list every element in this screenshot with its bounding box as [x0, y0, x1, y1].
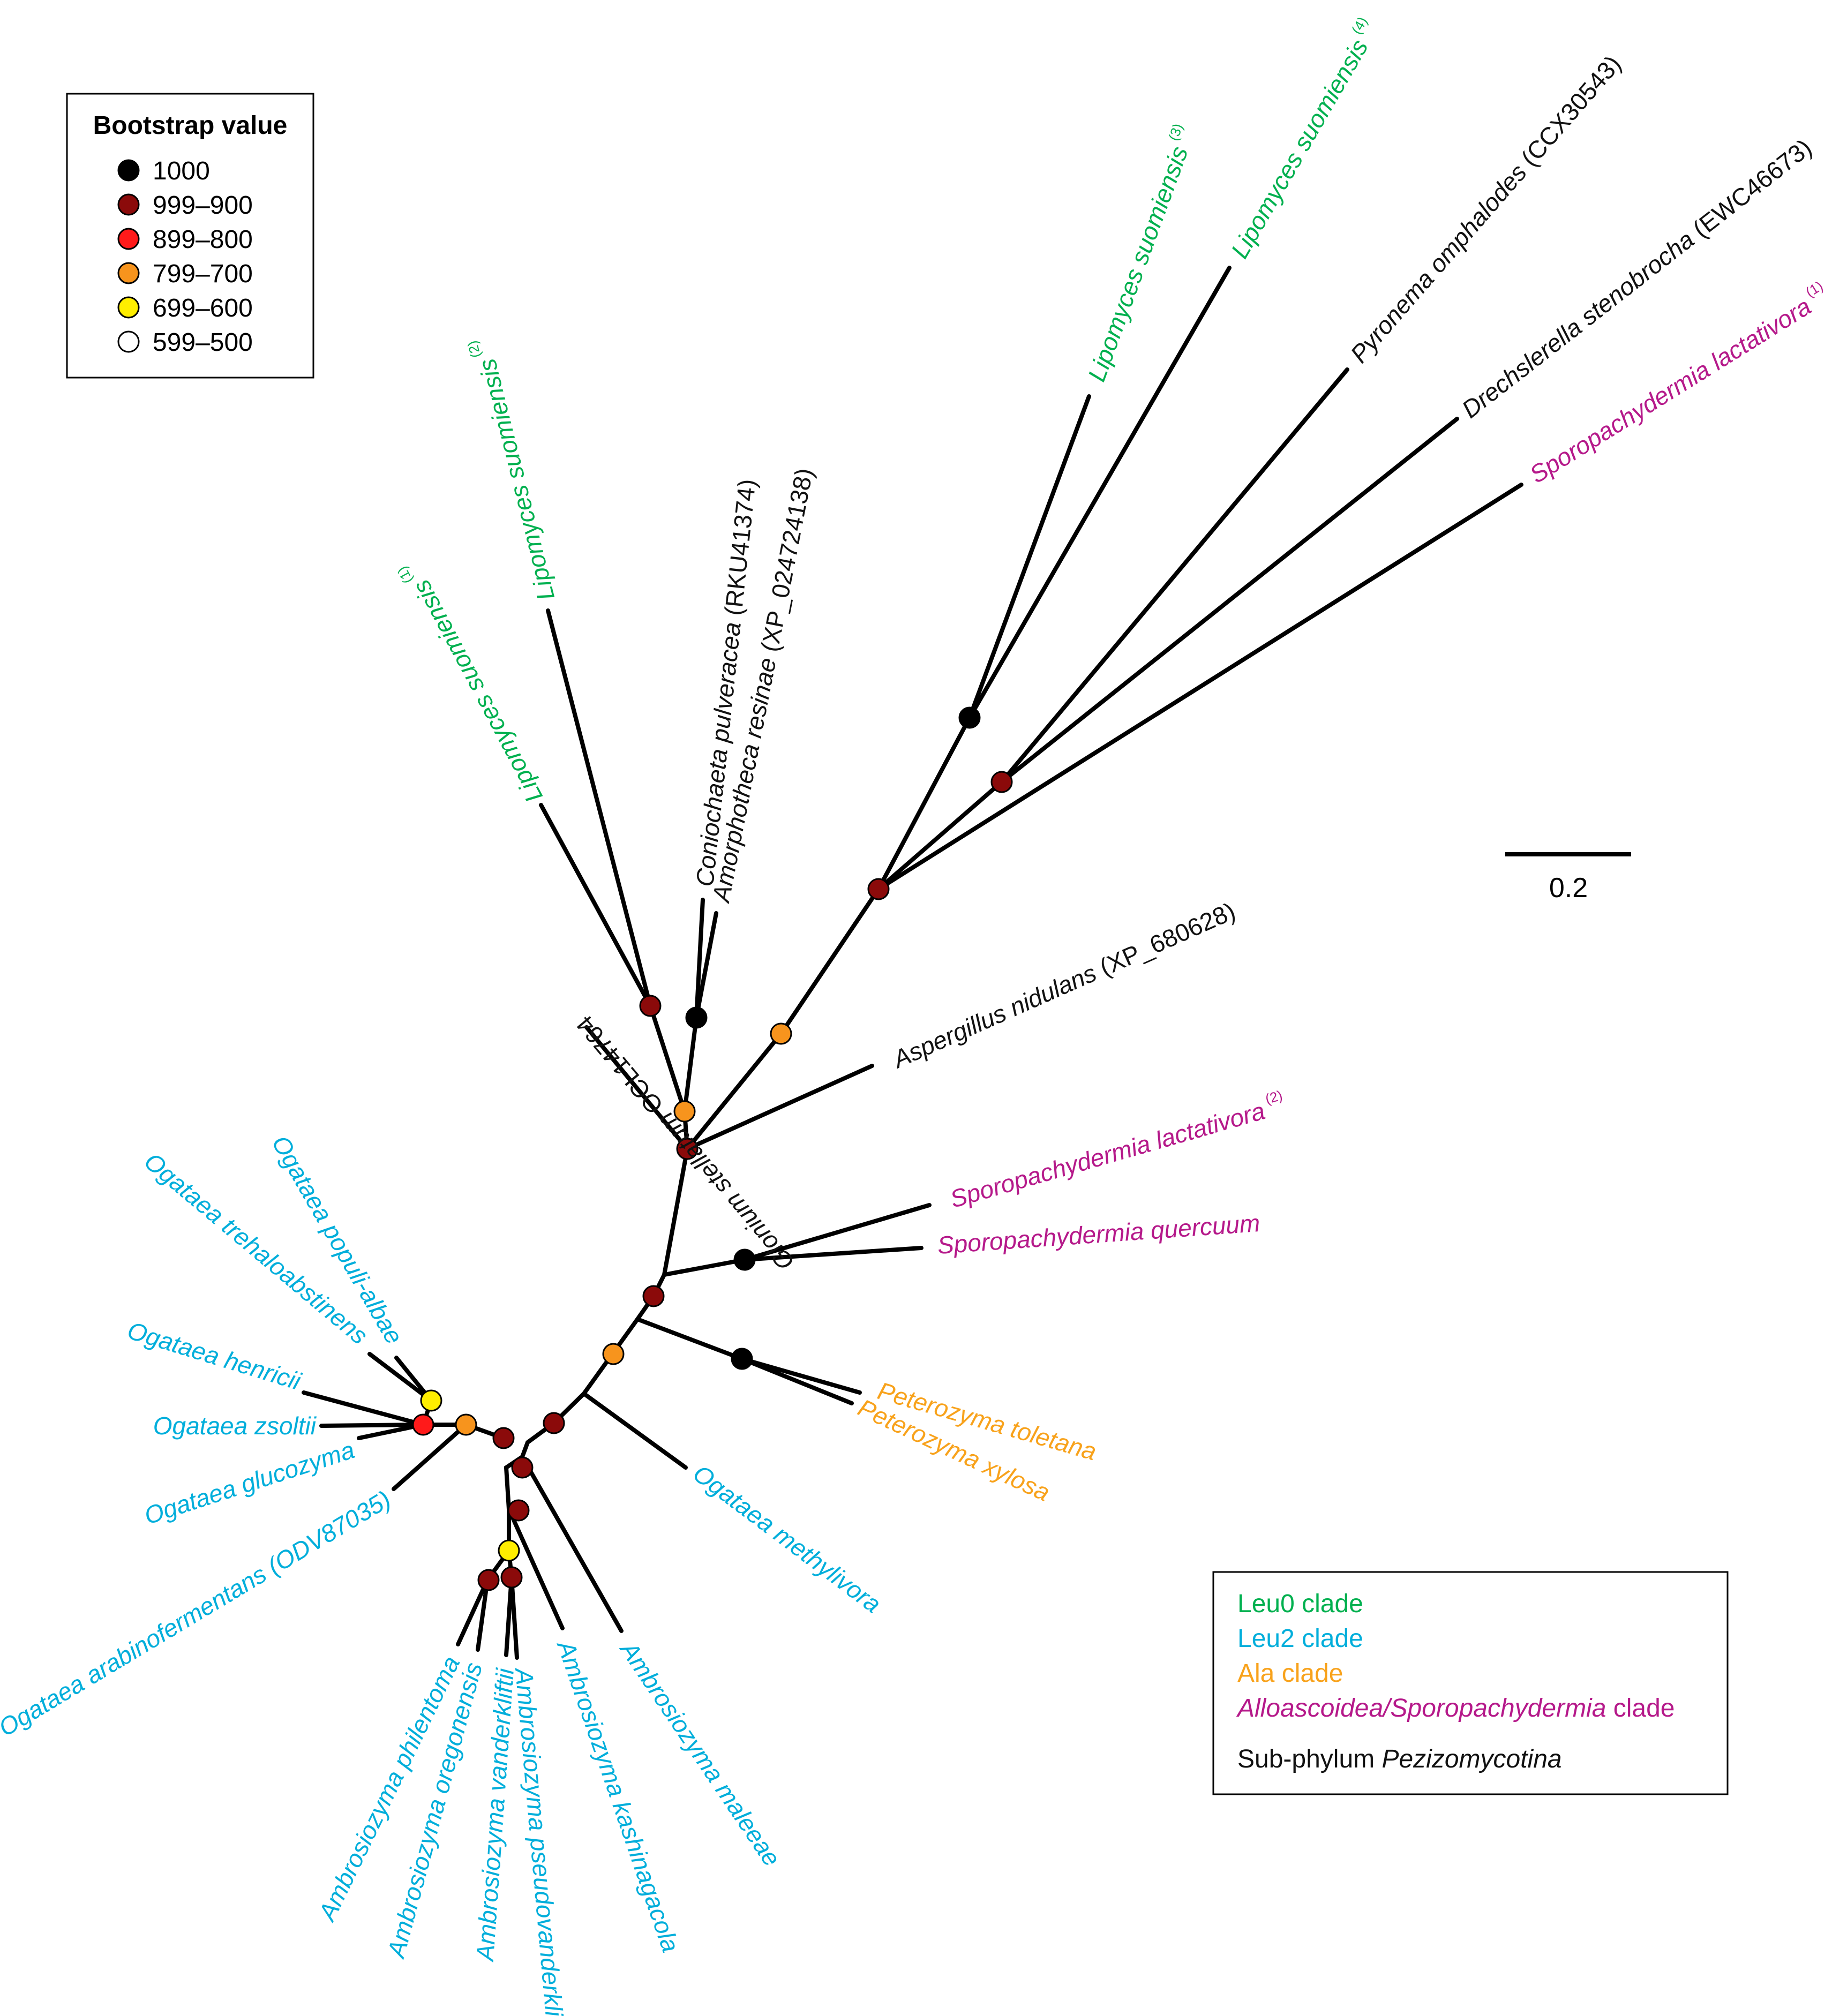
bootstrap-legend-box: [66, 93, 314, 379]
node-marker: [685, 1006, 708, 1029]
branch: [779, 887, 881, 1036]
bootstrap-legend-swatch: [117, 330, 140, 353]
node-marker: [733, 1248, 756, 1271]
clade-legend-item-leu0: Leu0 clade: [1237, 1590, 1363, 1618]
branch: [740, 1357, 854, 1405]
bootstrap-legend-swatch: [117, 193, 140, 216]
bootstrap-legend: Bootstrap value 1000 999–900 899–800 799–70…: [66, 93, 314, 379]
node-marker: [511, 1456, 534, 1479]
tip-label: Aspergillus nidulans (XP_680628): [888, 897, 1240, 1074]
branch: [876, 483, 1523, 891]
branch: [742, 1246, 923, 1262]
bootstrap-legend-swatch: [117, 228, 140, 250]
tip-label: Sporopachydermia quercuum: [936, 1209, 1261, 1259]
node-marker: [602, 1343, 625, 1365]
branch: [662, 1258, 747, 1277]
tree-branches: [302, 266, 1523, 1660]
node-marker: [990, 771, 1013, 793]
bootstrap-legend-swatch: [117, 159, 140, 182]
branch: [367, 1352, 433, 1403]
bootstrap-legend-label: 699–600: [153, 294, 253, 322]
node-marker: [673, 1100, 696, 1123]
clade-legend-item-leu2: Leu2 clade: [1237, 1624, 1363, 1653]
branch: [539, 803, 652, 1008]
tip-label: Ogataea arabinofermentans (ODV87035): [0, 1485, 395, 1742]
node-marker: [507, 1499, 530, 1522]
branch: [635, 1317, 744, 1361]
tip-label: Sporopachydermia lactativora(1): [1523, 277, 1832, 488]
branch: [1000, 417, 1459, 784]
bootstrap-nodes: [412, 706, 1013, 1591]
tip-label: Sporopachydermia lactativora(2): [946, 1087, 1288, 1213]
tip-label: Lipomyces suomiensis(1): [394, 556, 548, 809]
branch: [302, 1390, 425, 1427]
clade-legend-item-pezi: Sub-phylum Pezizomycotina: [1237, 1745, 1562, 1773]
bootstrap-legend-label: 799–700: [153, 260, 253, 288]
bootstrap-legend-label: 899–800: [153, 225, 253, 254]
bootstrap-legend-label: 1000: [153, 157, 210, 185]
tip-label: Ogataea zsoltii: [153, 1412, 317, 1440]
branch: [685, 1032, 783, 1151]
branch: [876, 780, 1004, 891]
branch: [682, 1015, 699, 1114]
node-marker: [867, 878, 890, 900]
bootstrap-legend-swatch: [117, 262, 140, 284]
node-marker: [731, 1348, 753, 1370]
clade-legend-box: [1212, 1571, 1729, 1795]
tip-label: Ambrosiozyma vanderkliftii: [471, 1666, 519, 1963]
branch: [507, 1507, 565, 1630]
tip-label: Ogataea methylivora: [688, 1459, 886, 1618]
node-marker: [676, 1138, 699, 1160]
node-marker: [500, 1566, 523, 1589]
clade-legend-item-allo: Alloascoidea/Sporopachydermia clade: [1236, 1694, 1675, 1722]
node-marker: [642, 1285, 665, 1307]
branch: [1000, 367, 1349, 784]
branch: [742, 1203, 932, 1262]
node-marker: [420, 1389, 442, 1412]
branch: [520, 1455, 624, 1633]
bootstrap-legend-title: Bootstrap value: [93, 111, 288, 140]
node-marker: [455, 1413, 477, 1436]
node-marker: [770, 1022, 792, 1045]
branch: [967, 266, 1232, 720]
node-marker: [498, 1539, 520, 1562]
scale-bar-label: 0.2: [1549, 872, 1588, 904]
tip-label: Ogataea glucozyma: [141, 1435, 358, 1530]
branch: [694, 911, 718, 1020]
node-marker: [639, 995, 662, 1017]
scale-bar: 0.2: [1505, 852, 1631, 904]
node-marker: [492, 1427, 515, 1449]
node-marker: [958, 706, 981, 729]
clade-legend-item-ala: Ala clade: [1237, 1659, 1343, 1688]
bootstrap-legend-label: 999–900: [153, 191, 253, 220]
node-marker: [412, 1413, 434, 1436]
node-marker: [543, 1412, 565, 1434]
branch: [740, 1357, 862, 1395]
bootstrap-legend-label: 599–500: [153, 328, 253, 357]
branch: [967, 394, 1091, 720]
branch: [546, 608, 652, 1008]
bootstrap-legend-swatch: [117, 296, 140, 319]
branch: [319, 1423, 425, 1428]
branch: [685, 1064, 874, 1151]
branch: [584, 1025, 689, 1151]
branch: [648, 1004, 687, 1114]
node-marker: [477, 1569, 500, 1591]
tip-label: Ogataea henricii: [124, 1316, 305, 1395]
branch: [392, 1423, 468, 1491]
tip-label: Ambrosiozyma pseudovanderkliftii: [510, 1666, 570, 2016]
branch: [694, 898, 705, 1020]
branch: [476, 1578, 490, 1652]
tip-label: Lipomyces suomiensis(4): [1222, 14, 1384, 263]
branch: [582, 1391, 688, 1470]
branch: [876, 716, 972, 891]
branch: [456, 1578, 490, 1646]
tip-label: Lipomyces suomiensis(2): [464, 335, 560, 604]
branch: [509, 1575, 519, 1660]
